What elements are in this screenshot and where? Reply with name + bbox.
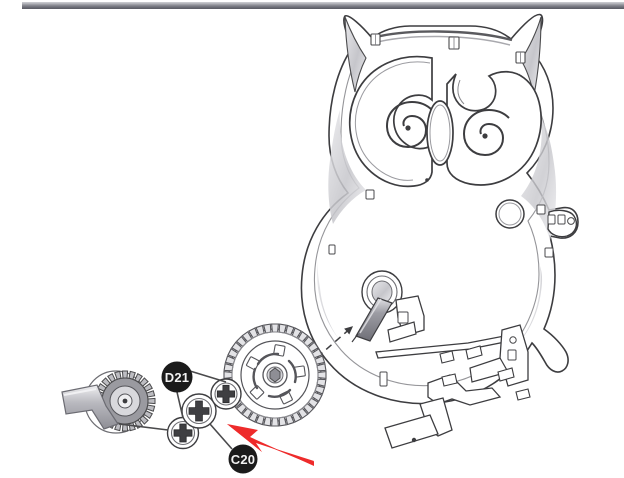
- red-pointer-arrow: [227, 424, 314, 466]
- right-mount-tab: [547, 209, 578, 238]
- callout-badge-d21[interactable]: D21: [161, 361, 193, 393]
- small-gear-lever-assembly: [61, 370, 156, 434]
- owl-eye-left: [348, 55, 433, 188]
- owl-ear-left: [344, 16, 367, 93]
- plate-slots: [328, 189, 554, 387]
- screw-center: [181, 393, 217, 429]
- large-gear: [223, 323, 327, 427]
- header-divider-rule: [22, 2, 624, 9]
- callout-leader-lines: [118, 370, 233, 450]
- brow-notch-mid: [448, 36, 460, 50]
- owl-beak: [426, 100, 454, 166]
- plate-tabs: [439, 345, 531, 401]
- owl-frame-group: [300, 13, 579, 449]
- screw-right: [210, 378, 242, 410]
- callout-badge-c20-label: C20: [231, 452, 255, 467]
- lever-arm: [61, 384, 119, 430]
- brow-notch-left: [370, 33, 381, 46]
- callout-badge-d21-label: D21: [165, 370, 189, 385]
- owl-ear-right: [520, 16, 542, 96]
- drive-shaft-assembly: [351, 270, 425, 343]
- callout-badge-c20[interactable]: C20: [228, 444, 258, 474]
- brow-notch-right: [515, 51, 526, 64]
- owl-eye-right: [446, 70, 542, 186]
